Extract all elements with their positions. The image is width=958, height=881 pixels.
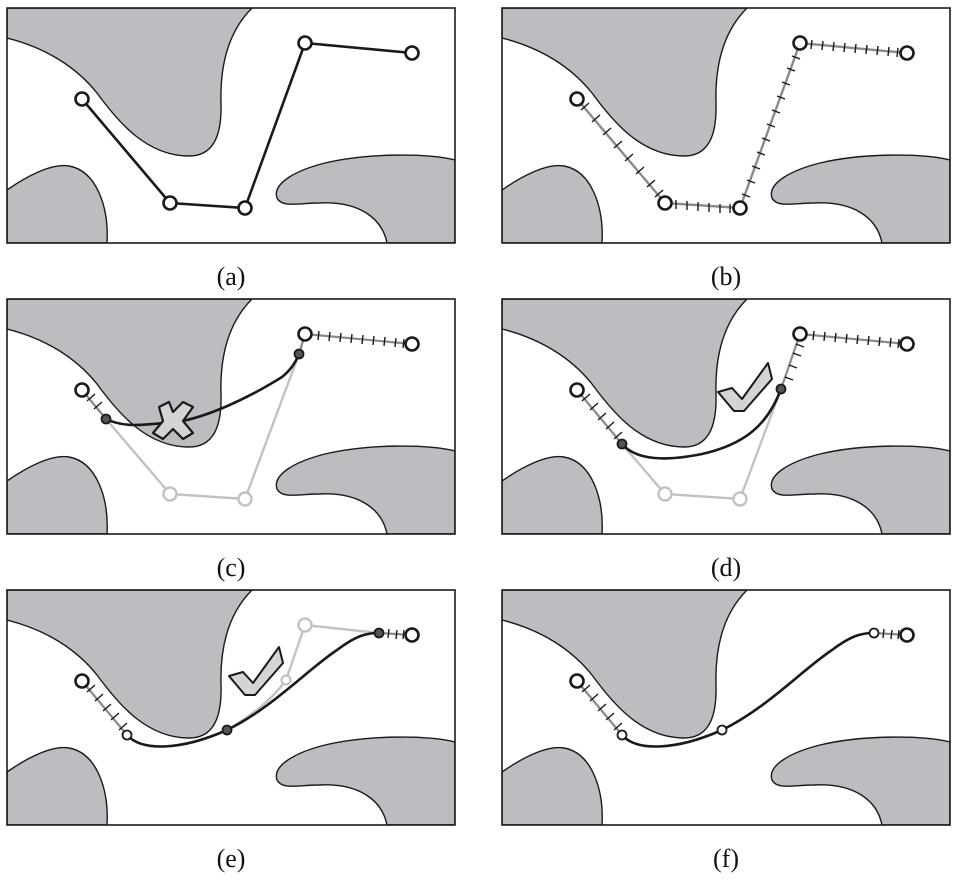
caption-e: (e): [216, 844, 246, 873]
waypoints: [74, 326, 420, 398]
faded-path: [621, 388, 783, 501]
caption-f: (f): [713, 844, 739, 873]
waypoints: [74, 35, 420, 216]
shortcut-curve-valid: [621, 388, 783, 460]
sample-ticks: [580, 39, 899, 213]
panel-e: [6, 589, 456, 826]
waypoints: [74, 627, 420, 689]
smoothed-path: [126, 631, 380, 748]
caption-d: (d): [710, 553, 742, 582]
faded-waypoints: [657, 486, 748, 507]
caption-b: (b): [710, 262, 742, 291]
faded-path: [105, 353, 301, 501]
shortcut-curve-colliding: [105, 353, 301, 427]
panel-f: [501, 589, 951, 826]
panel-a: [6, 7, 456, 244]
panel-b: [501, 7, 951, 244]
sample-ticks: [86, 628, 405, 731]
caption-a: (a): [216, 262, 246, 291]
waypoints: [569, 627, 915, 689]
waypoints: [569, 35, 915, 216]
final-smoothed-path: [621, 631, 875, 748]
panel-c: [6, 298, 456, 535]
caption-c: (c): [216, 553, 246, 582]
collision-cross-icon: [151, 400, 195, 441]
faded-waypoints: [162, 486, 253, 507]
sample-ticks: [86, 330, 405, 410]
check-mark-icon: [717, 362, 773, 412]
waypoints: [569, 326, 915, 398]
check-mark-icon: [228, 646, 284, 696]
sample-ticks: [581, 330, 900, 440]
panel-d: [501, 298, 951, 535]
sample-ticks: [581, 628, 900, 731]
